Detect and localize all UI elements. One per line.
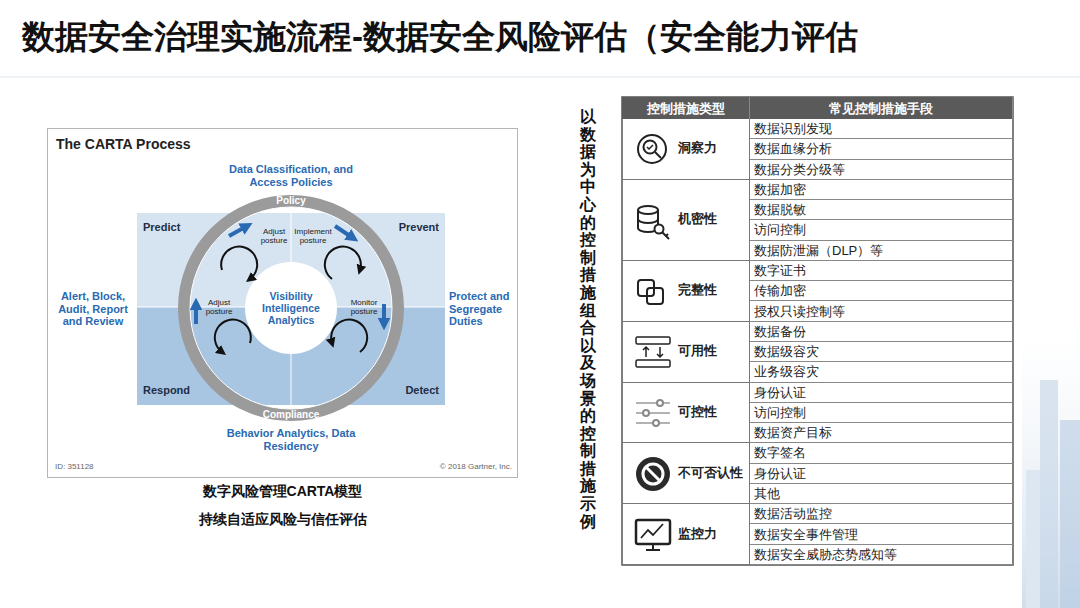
posture-label: Adjust posture — [256, 227, 292, 249]
category-cell: 监控力 — [622, 504, 750, 565]
node-text: 可控性 — [678, 405, 717, 420]
table-cell: 数据活动监控 — [750, 504, 1013, 524]
table-header-band — [622, 97, 1013, 119]
table-cell: 传输加密 — [750, 281, 1013, 301]
table-cell: 数字证书 — [750, 261, 1013, 281]
decoration — [1022, 330, 1080, 608]
figure-frame — [48, 129, 518, 478]
node-text: 不可否认性 — [678, 466, 743, 481]
table-cell: 数据识别发现 — [750, 119, 1013, 139]
node-text: Predict — [143, 221, 180, 234]
figure-caption: 持续自适应风险与信任评估 — [47, 511, 518, 531]
figure-caption: 数字风险管理CARTA模型 — [47, 483, 518, 503]
table-cell: 数据分类分级等 — [750, 160, 1013, 180]
table-cell: 数据防泄漏（DLP）等 — [750, 241, 1013, 261]
node-text: Respond — [143, 384, 190, 397]
posture-label: Implement posture — [292, 227, 334, 249]
node-text: 机密性 — [678, 212, 717, 227]
table-cell: 访问控制 — [750, 220, 1013, 240]
figure-id: ID: 351128 — [55, 462, 175, 474]
outer-label: Alert, Block, Audit, Report and Review — [51, 290, 135, 336]
table-header: 控制措施类型 — [622, 97, 750, 119]
outer-label: Protect and Segregate Duties — [449, 290, 516, 336]
node-text: 可用性 — [678, 344, 717, 359]
node-text: 监控力 — [678, 527, 717, 542]
table-cell: 授权只读控制等 — [750, 301, 1013, 321]
center-circle: Visibility Intelligence Analytics — [248, 265, 334, 351]
category-cell: 机密性 — [622, 180, 750, 261]
node-text: 洞察力 — [678, 141, 717, 156]
node-text: Detect — [405, 384, 439, 397]
table-header: 常见控制措施手段 — [750, 97, 1013, 119]
ring — [184, 201, 398, 415]
category-cell: 可控性 — [622, 383, 750, 444]
page-title: 数据安全治理实施流程-数据安全风险评估（安全能力评估 — [22, 16, 858, 59]
table-cell: 身份认证 — [750, 464, 1013, 484]
vertical-caption: 以数据为中心的控制措施组合以及场景的控制措施示例 — [580, 108, 596, 530]
category-cell: 洞察力 — [622, 119, 750, 180]
posture-label: Monitor posture — [343, 298, 385, 320]
title-rule — [0, 76, 1080, 78]
table-cell: 访问控制 — [750, 403, 1013, 423]
table-cell: 身份认证 — [750, 383, 1013, 403]
table-cell: 数据脱敏 — [750, 200, 1013, 220]
category-cell: 不可否认性 — [622, 443, 750, 504]
table-cell: 其他 — [750, 484, 1013, 504]
outer-label: Behavior Analytics, Data Residency — [201, 427, 381, 457]
table-cell: 数字签名 — [750, 443, 1013, 463]
ring-label: Compliance — [246, 409, 336, 422]
table-cell: 数据血缘分析 — [750, 139, 1013, 159]
ring-inner-edge — [190, 207, 392, 409]
cycle-arrows — [215, 247, 367, 352]
table-cell: 业务级容灾 — [750, 362, 1013, 382]
table-frame — [622, 97, 1013, 565]
node-text: Visibility Intelligence Analytics — [252, 290, 330, 326]
outer-label: Data Classification, and Access Policies — [216, 163, 366, 193]
node-text: 完整性 — [678, 283, 717, 298]
node-text: The CARTA Process — [56, 136, 191, 152]
table-cell: 数据加密 — [750, 180, 1013, 200]
category-cell: 完整性 — [622, 261, 750, 322]
copyright-note: © 2018 Gartner, Inc. — [380, 462, 512, 474]
node-text: Prevent — [399, 221, 439, 234]
table-cell: 数据安全威胁态势感知等 — [750, 545, 1013, 565]
ring-label: Policy — [261, 195, 321, 208]
center-disc — [245, 262, 337, 354]
table-cell: 数据级容灾 — [750, 342, 1013, 362]
category-icons — [636, 135, 670, 550]
posture-label: Adjust posture — [201, 298, 237, 320]
table-cell: 数据备份 — [750, 322, 1013, 342]
table-cell: 数据安全事件管理 — [750, 524, 1013, 544]
category-cell: 可用性 — [622, 322, 750, 383]
table-cell: 数据资产目标 — [750, 423, 1013, 443]
